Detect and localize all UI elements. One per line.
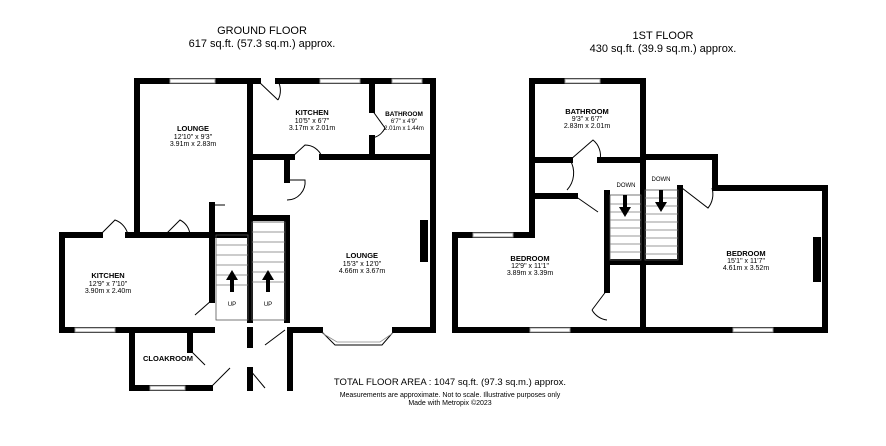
svg-text:LOUNGE: LOUNGE (346, 251, 378, 260)
first-floor-windows (472, 78, 774, 333)
first-room-bedroom-left: BEDROOM 12'9" x 11'1" 3.89m x 3.39m (507, 254, 553, 277)
svg-text:3.17m x 2.01m: 3.17m x 2.01m (289, 125, 335, 132)
ground-room-kitchen-upper: KITCHEN 10'5" x 6'7" 3.17m x 2.01m (289, 108, 335, 132)
ground-room-cloakroom: CLOAKROOM (143, 354, 193, 363)
first-room-bedroom-right: BEDROOM 15'1" x 11'7" 4.61m x 3.52m (723, 249, 769, 272)
ground-floor-area: 617 sq.ft. (57.3 sq.m.) approx. (189, 38, 336, 50)
svg-text:15'3" x 12'0": 15'3" x 12'0" (343, 261, 382, 268)
disclaimer: Measurements are approximate. Not to sca… (340, 392, 561, 399)
svg-text:12'9" x 11'1": 12'9" x 11'1" (511, 263, 549, 270)
svg-text:6'7" x 4'9": 6'7" x 4'9" (391, 119, 417, 125)
svg-text:4.61m x 3.52m: 4.61m x 3.52m (723, 265, 769, 272)
first-floor-stairs: DOWN DOWN (609, 177, 679, 261)
ground-floor-windows (74, 78, 423, 391)
stair-label: DOWN (617, 183, 636, 189)
ground-floor-walls (59, 78, 436, 391)
stair-up-arrow-icon (226, 270, 238, 292)
svg-text:2.01m x 1.44m: 2.01m x 1.44m (384, 126, 424, 132)
svg-text:3.90m x 2.40m: 3.90m x 2.40m (85, 288, 131, 295)
ground-floor-title: GROUND FLOOR (217, 25, 307, 37)
ground-floor-stairs: UP UP (215, 221, 286, 321)
first-room-bathroom: BATHROOM 9'3" x 6'7" 2.83m x 2.01m (564, 107, 610, 130)
svg-text:12'10" x 9'3": 12'10" x 9'3" (174, 134, 213, 141)
first-floor-doors (566, 139, 714, 321)
svg-text:KITCHEN: KITCHEN (91, 271, 124, 280)
total-floor-area: TOTAL FLOOR AREA : 1047 sq.ft. (97.3 sq.… (334, 377, 566, 388)
first-floor-walls (452, 78, 828, 333)
stair-label: UP (264, 302, 272, 308)
ground-room-lounge-upper: LOUNGE 12'10" x 9'3" 3.91m x 2.83m (170, 124, 216, 148)
svg-text:BATHROOM: BATHROOM (385, 111, 423, 118)
svg-text:3.89m x 3.39m: 3.89m x 3.39m (507, 270, 553, 277)
svg-text:9'3" x 6'7": 9'3" x 6'7" (572, 116, 603, 123)
ground-floor-doors (99, 80, 386, 389)
first-floor-area: 430 sq.ft. (39.9 sq.m.) approx. (590, 43, 737, 55)
ground-room-kitchen-lower: KITCHEN 12'9" x 7'10" 3.90m x 2.40m (85, 271, 131, 295)
stair-down-arrow-icon (619, 195, 631, 217)
credit: Made with Metropix ©2023 (408, 399, 491, 407)
stair-label: UP (228, 302, 236, 308)
first-floor-title: 1ST FLOOR (633, 30, 694, 42)
stair-up-arrow-icon (262, 270, 274, 292)
svg-text:BEDROOM: BEDROOM (726, 249, 765, 258)
svg-text:2.83m x 2.01m: 2.83m x 2.01m (564, 123, 610, 130)
svg-text:BEDROOM: BEDROOM (510, 254, 549, 263)
svg-text:KITCHEN: KITCHEN (295, 108, 328, 117)
svg-text:BATHROOM: BATHROOM (565, 107, 609, 116)
svg-text:3.91m x 2.83m: 3.91m x 2.83m (170, 141, 216, 148)
svg-text:10'5" x 6'7": 10'5" x 6'7" (295, 118, 330, 125)
ground-room-lounge-lower: LOUNGE 15'3" x 12'0" 4.66m x 3.67m (339, 251, 385, 275)
stair-label: DOWN (652, 177, 671, 183)
ground-room-bathroom: BATHROOM 6'7" x 4'9" 2.01m x 1.44m (384, 111, 424, 132)
stair-down-arrow-icon (655, 190, 667, 212)
svg-text:4.66m x 3.67m: 4.66m x 3.67m (339, 268, 385, 275)
svg-text:15'1" x 11'7": 15'1" x 11'7" (727, 258, 765, 265)
svg-text:LOUNGE: LOUNGE (177, 124, 209, 133)
svg-text:12'9" x 7'10": 12'9" x 7'10" (89, 281, 128, 288)
